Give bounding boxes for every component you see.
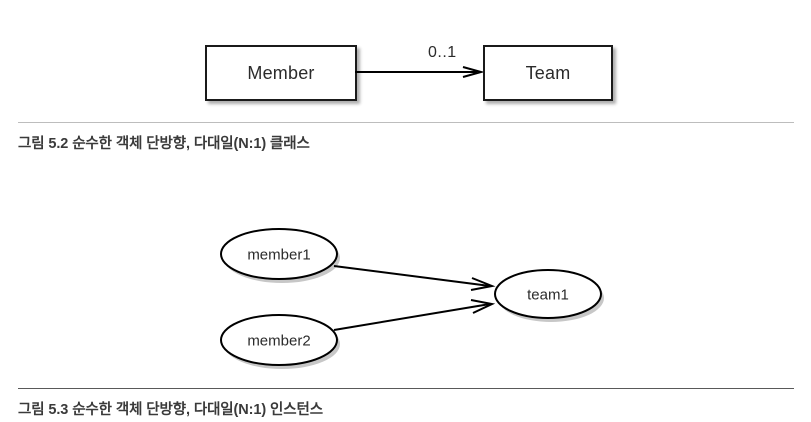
class-figure-caption: 그림 5.2 순수한 객체 단방향, 다대일(N:1) 클래스 [18, 136, 310, 152]
instance-ellipse-member2 [220, 314, 338, 366]
association-line [355, 71, 477, 73]
instance-diagram-figure: member1 member2 team1 [0, 200, 811, 380]
link-member2-arrowhead-icon [470, 299, 496, 314]
class-caption-divider [18, 122, 794, 123]
instance-figure-caption: 그림 5.3 순수한 객체 단방향, 다대일(N:1) 인스턴스 [18, 402, 323, 418]
association-multiplicity-label: 0..1 [428, 44, 457, 61]
instance-ellipse-member2-label: member2 [247, 333, 310, 350]
instance-diagram-canvas: member1 member2 team1 [220, 228, 604, 369]
link-member1-to-team1 [333, 265, 491, 287]
class-box-team-label: Team [525, 62, 571, 83]
instance-caption-divider [18, 388, 794, 389]
link-member1-arrowhead-icon [470, 277, 496, 291]
association-arrowhead-icon [462, 66, 483, 78]
instance-ellipse-team1-label: team1 [527, 287, 569, 304]
class-diagram-figure: Member 0..1 Team [0, 0, 811, 118]
instance-ellipse-member1-label: member1 [247, 247, 310, 264]
class-box-team: Team [483, 45, 613, 101]
link-member2-to-team1 [333, 303, 491, 331]
class-box-member: Member [205, 45, 357, 101]
instance-ellipse-team1 [494, 269, 602, 319]
class-box-member-label: Member [247, 62, 315, 83]
instance-ellipse-member1 [220, 228, 338, 280]
